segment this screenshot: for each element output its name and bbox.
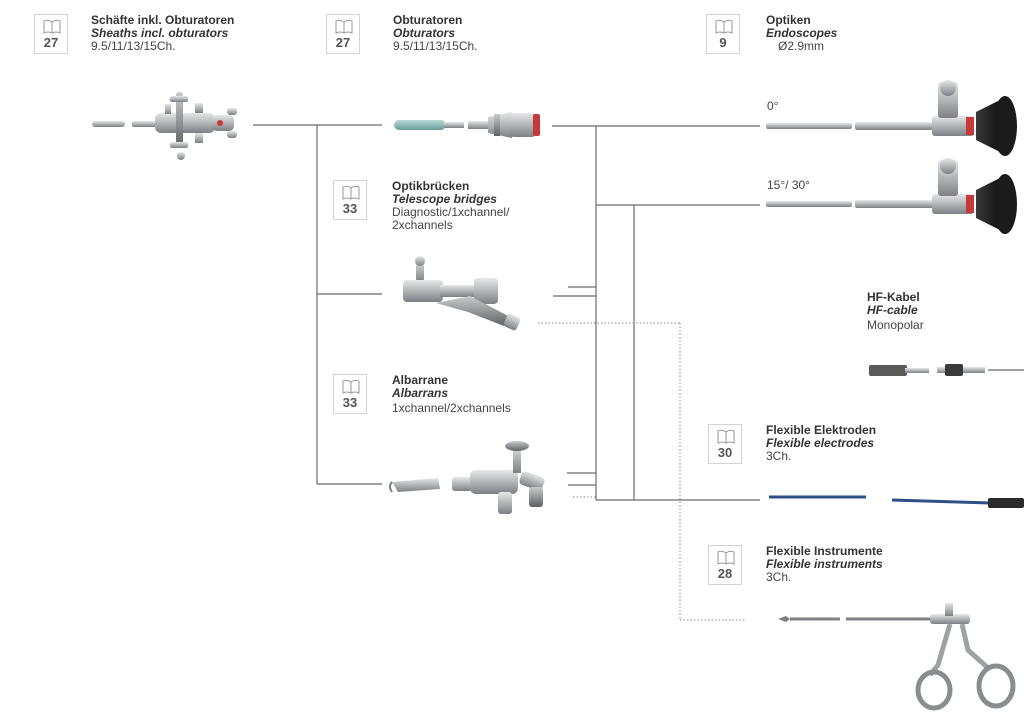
angle-label-0: 0° xyxy=(767,99,778,113)
catalog-page-number: 27 xyxy=(35,35,67,50)
obturator-image xyxy=(394,112,540,138)
catalog-page-number: 33 xyxy=(334,201,366,216)
angle-label-15-30: 15°/ 30° xyxy=(767,178,810,192)
catalog-page-badge: 27 xyxy=(34,14,68,54)
label-sizes: 9.5/11/13/15Ch. xyxy=(393,40,478,53)
label-en: Albarrans xyxy=(392,387,511,400)
flexible-electrode-image xyxy=(769,497,1024,508)
label-sizes: 1xchannel/2xchannels xyxy=(392,402,511,415)
telescope-bridge-image xyxy=(403,256,521,331)
catalog-page-number: 28 xyxy=(709,566,741,581)
catalog-page-number: 33 xyxy=(334,395,366,410)
catalog-page-number: 27 xyxy=(327,35,359,50)
sheath-image xyxy=(92,92,237,160)
catalog-page-badge: 9 xyxy=(706,14,740,54)
flexible-instrument-image xyxy=(778,603,1013,708)
book-icon xyxy=(717,550,735,566)
label-sizes-line2: 2xchannels xyxy=(392,219,509,232)
book-icon xyxy=(715,19,733,35)
endoscope-angled-image xyxy=(766,158,1017,234)
label-sizes: 3Ch. xyxy=(766,571,883,584)
book-icon xyxy=(335,19,353,35)
albarran-image xyxy=(390,441,546,514)
catalog-page-badge: 33 xyxy=(333,180,367,220)
label-en: HF-cable xyxy=(867,304,924,317)
book-icon xyxy=(342,379,360,395)
hf-cable-image xyxy=(869,364,985,376)
label-sizes: Monopolar xyxy=(867,319,924,332)
label-sizes: 3Ch. xyxy=(766,450,876,463)
book-icon xyxy=(717,429,735,445)
label-sizes: 9.5/11/13/15Ch. xyxy=(91,40,234,53)
label-sizes: Ø2.9mm xyxy=(778,40,837,53)
catalog-page-badge: 33 xyxy=(333,374,367,414)
catalog-page-badge: 28 xyxy=(708,545,742,585)
catalog-page-number: 30 xyxy=(709,445,741,460)
endoscope-0-image xyxy=(766,80,1017,156)
book-icon xyxy=(43,19,61,35)
catalog-page-badge: 30 xyxy=(708,424,742,464)
catalog-page-number: 9 xyxy=(707,35,739,50)
catalog-page-badge: 27 xyxy=(326,14,360,54)
book-icon xyxy=(342,185,360,201)
